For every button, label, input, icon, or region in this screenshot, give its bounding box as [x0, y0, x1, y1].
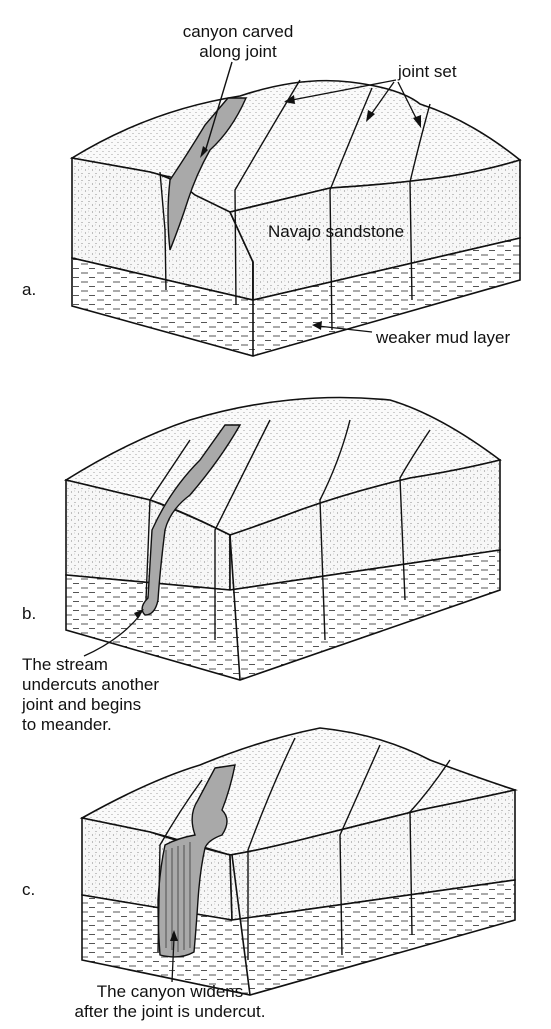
panel-c-block	[79, 727, 518, 996]
panel-b-caption-line-1: The stream	[22, 655, 108, 674]
panel-c-joint-2	[247, 737, 296, 960]
panel-b-joint-4	[399, 429, 431, 601]
panel-b-caption-line-2: undercuts another	[22, 675, 160, 694]
panel-b-mud-layer	[65, 549, 501, 681]
panel-c-caption-line-1: The canyon widens	[96, 982, 244, 1001]
panel-b-joint-1	[145, 439, 191, 601]
panel-a-joint-2	[234, 79, 301, 306]
panel-a-right-face	[228, 158, 521, 302]
panel-b-caption: The stream undercuts another joint and b…	[22, 655, 159, 735]
panel-c-joint-1	[157, 779, 203, 953]
panel-a-mud-layer-label: weaker mud layer	[376, 328, 511, 347]
panel-c-right-face	[229, 789, 516, 921]
panel-c-joint-4	[409, 759, 451, 936]
panel-c-letter: c.	[22, 880, 36, 899]
panel-a-joint-set-label: joint set	[398, 62, 457, 81]
panel-a-canyon-label-line-2: along joint	[199, 42, 277, 61]
panel-c-caption-line-2: after the joint is undercut.	[74, 1002, 266, 1021]
panel-b-caption-line-4: to meander.	[22, 715, 112, 734]
panel-a-canyon-arrow	[204, 61, 233, 153]
panel-a-block	[69, 61, 522, 357]
panel-b-letter: b.	[22, 604, 37, 623]
panel-c-canyon	[157, 764, 236, 958]
panel-b-caption-arrow	[83, 614, 141, 657]
panel-c-joint-3	[339, 744, 381, 956]
panel-a-joint-set-arrow-1	[291, 79, 397, 101]
panel-c-caption-arrow	[171, 937, 175, 983]
panel-a-joint-3	[329, 87, 373, 331]
panel-c-mud-layer	[81, 879, 516, 996]
panel-a-joint-1	[159, 171, 167, 291]
panel-a-mud-arrow	[317, 325, 373, 333]
panel-b-canyon	[141, 424, 242, 616]
panel-b-joint-3	[319, 419, 351, 641]
panel-b-joint-2	[214, 419, 271, 640]
panel-c-canyon-wall-lines	[165, 842, 191, 952]
panel-a-rock-unit-label: Navajo sandstone	[268, 222, 405, 241]
panel-b-right-face	[229, 458, 501, 591]
panel-b-block	[63, 396, 502, 681]
panel-a-letter: a.	[22, 280, 37, 299]
panel-c-caption: The canyon widens after the joint is und…	[40, 982, 300, 1022]
panel-a-joint-4	[409, 103, 431, 301]
panel-a-joint-set-arrow-2	[369, 81, 395, 117]
panel-a-canyon	[167, 97, 248, 251]
panel-a-canyon-label: canyon carved along joint	[178, 22, 298, 62]
panel-a-canyon-label-line-1: canyon carved	[182, 22, 294, 41]
panel-b-caption-line-3: joint and begins	[22, 695, 142, 714]
panel-a-joint-set-arrow-3	[397, 81, 419, 123]
